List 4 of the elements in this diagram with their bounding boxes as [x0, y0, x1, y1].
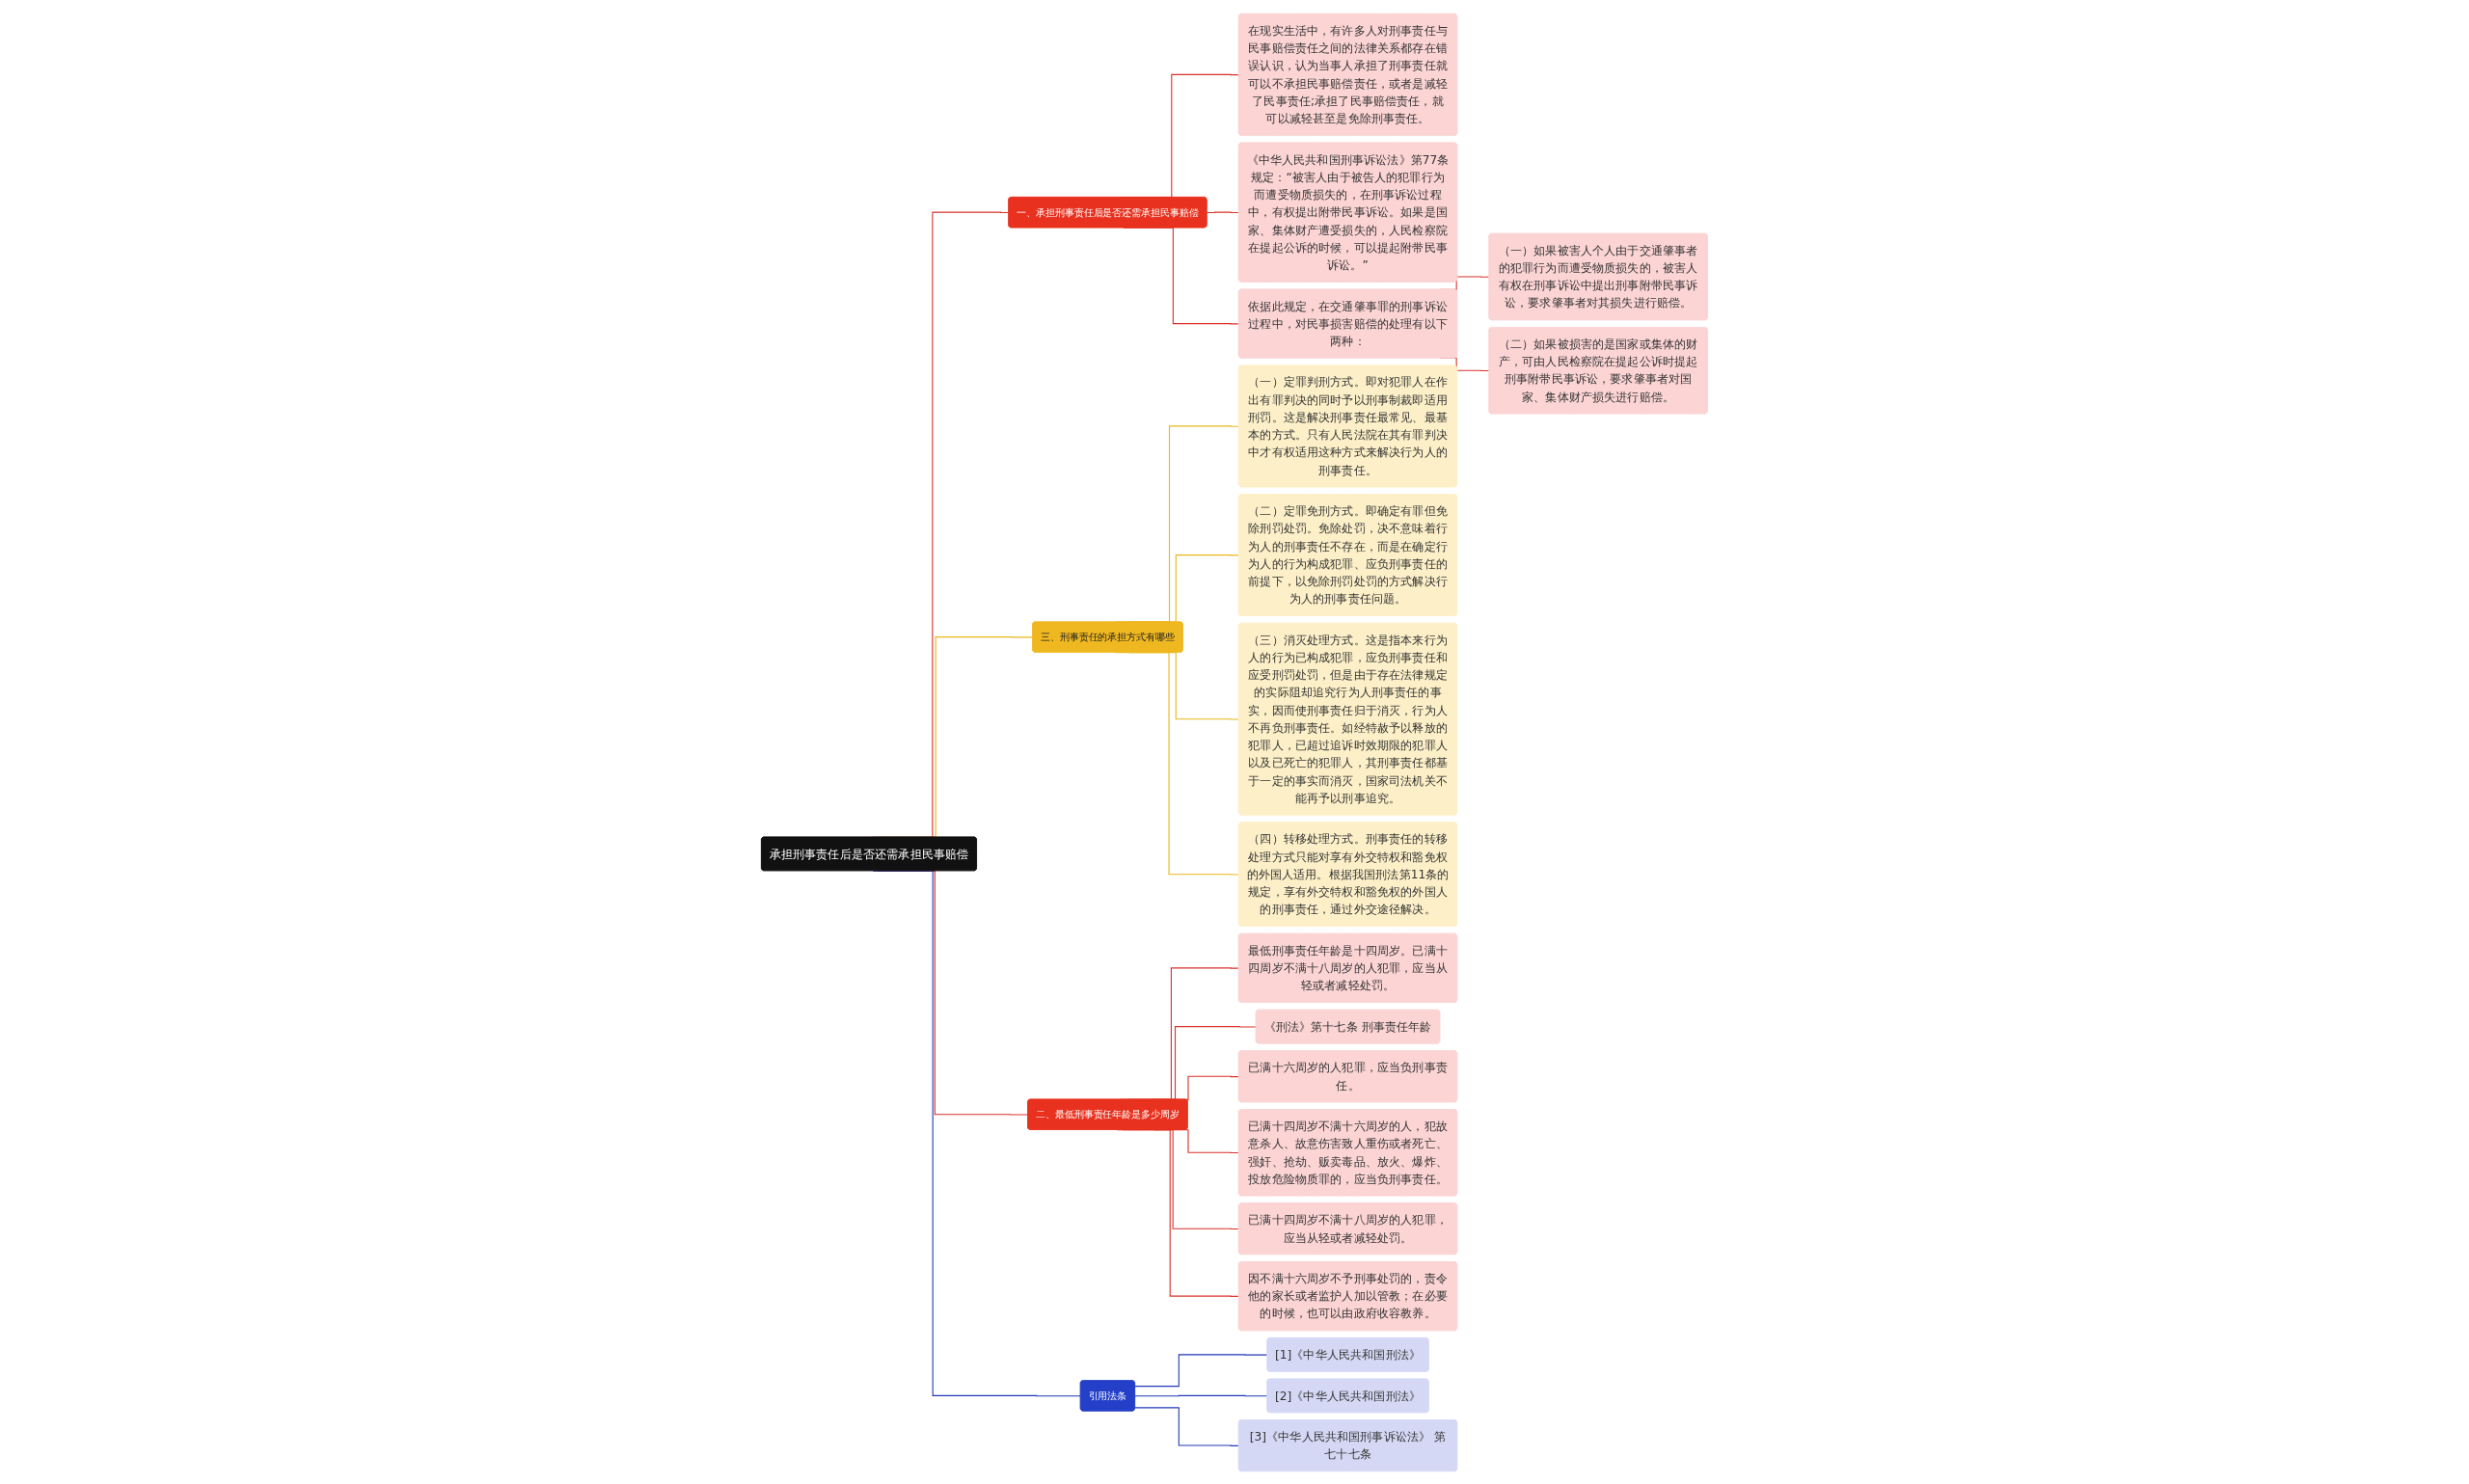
connector	[1134, 1406, 1240, 1446]
connector	[1207, 211, 1240, 213]
connector	[1134, 1353, 1268, 1387]
connector	[1134, 1394, 1268, 1396]
